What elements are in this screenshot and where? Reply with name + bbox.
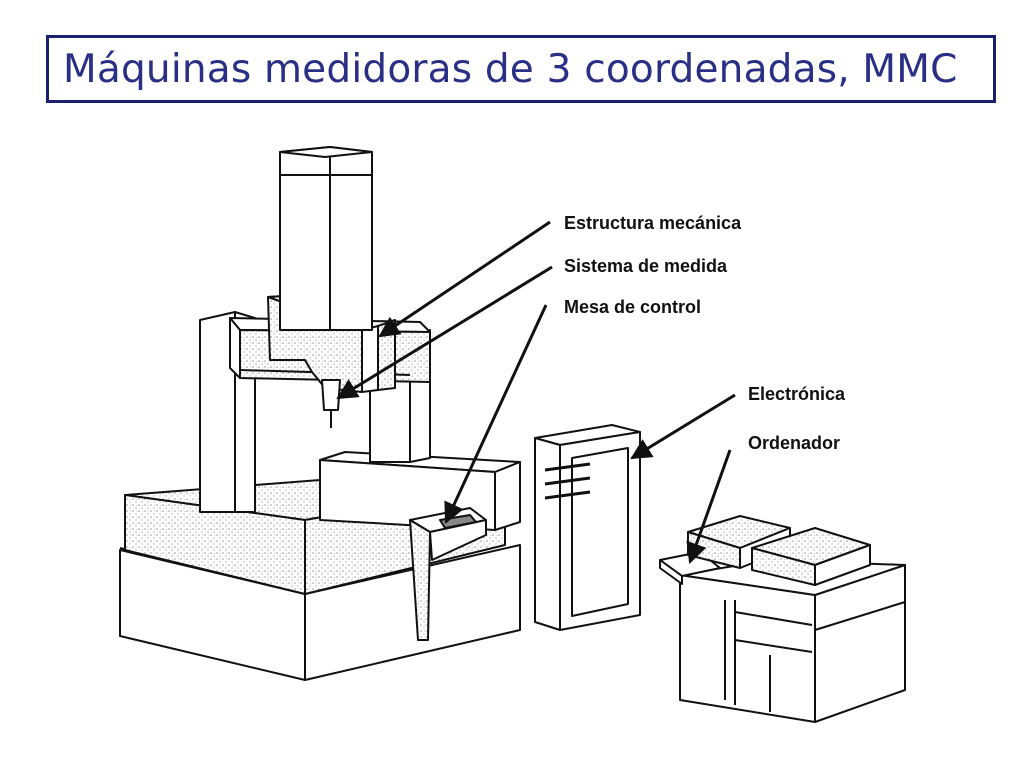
leader-sistema [336, 265, 553, 400]
page-title: Máquinas medidoras de 3 coordenadas, MMC [63, 46, 958, 92]
label-mesa-de-control: Mesa de control [564, 297, 701, 317]
label-ordenador: Ordenador [748, 433, 840, 453]
label-electronica: Electrónica [748, 384, 846, 404]
computer-desk [659, 515, 906, 723]
z-ram [279, 146, 373, 331]
label-sistema-de-medida: Sistema de medida [564, 256, 728, 276]
control-desk-shape [409, 507, 487, 641]
leader-mesa [444, 304, 548, 524]
leader-estructura [378, 220, 551, 338]
label-estructura-mecanica: Estructura mecánica [564, 213, 742, 233]
title-box: Máquinas medidoras de 3 coordenadas, MMC [46, 35, 996, 103]
electronics-cabinet [534, 424, 641, 631]
probe [321, 379, 341, 428]
leader-ordenador [686, 449, 732, 564]
leader-electronica [630, 393, 736, 460]
